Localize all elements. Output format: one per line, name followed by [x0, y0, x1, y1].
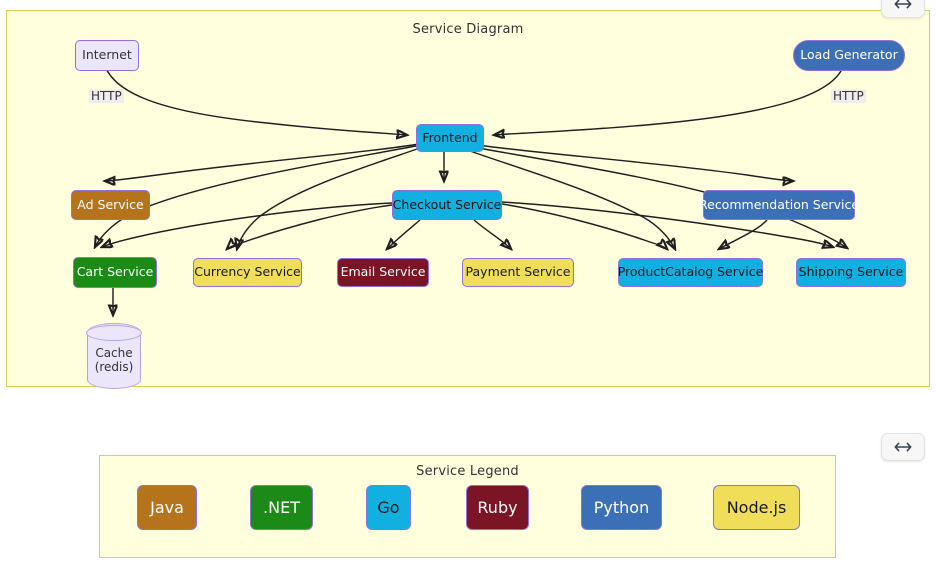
- cache-label-line-1: Cache: [95, 346, 133, 361]
- node-label: Shipping Service: [798, 264, 904, 280]
- node-payment-service[interactable]: Payment Service: [462, 258, 574, 287]
- node-currency-service[interactable]: Currency Service: [193, 258, 302, 287]
- node-label: Currency Service: [194, 264, 301, 280]
- edge-label-internet-http: HTTP: [89, 89, 124, 103]
- legend-item-label: .NET: [263, 498, 300, 517]
- horizontal-resize-icon: [894, 0, 912, 9]
- node-checkout-service[interactable]: Checkout Service: [392, 190, 502, 220]
- legend-item-label: Ruby: [477, 498, 518, 517]
- node-frontend[interactable]: Frontend: [416, 124, 484, 152]
- legend-title: Service Legend: [416, 464, 519, 479]
- diagram-resize-handle[interactable]: [881, 0, 925, 18]
- legend-item-label: Java: [150, 498, 184, 517]
- node-label: Load Generator: [800, 47, 898, 63]
- node-productcatalog-service[interactable]: ProductCatalog Service: [618, 258, 763, 287]
- horizontal-resize-icon: [894, 442, 912, 452]
- node-ad-service[interactable]: Ad Service: [71, 190, 150, 220]
- legend-item-label: Python: [593, 498, 650, 517]
- service-diagram-panel: Service Diagram: [6, 10, 930, 389]
- node-label: Checkout Service: [392, 196, 502, 212]
- node-label: Cart Service: [76, 264, 154, 280]
- node-cache-redis[interactable]: Cache (redis): [86, 323, 142, 389]
- node-recommendation-service[interactable]: Recommendation Service: [699, 190, 859, 220]
- node-load-generator[interactable]: Load Generator: [793, 40, 905, 71]
- legend-resize-handle[interactable]: [881, 433, 925, 461]
- legend-item-label: Node.js: [726, 498, 787, 517]
- node-label: Internet: [82, 47, 132, 63]
- node-cart-service[interactable]: Cart Service: [73, 257, 157, 288]
- legend-item-python[interactable]: Python: [581, 485, 662, 530]
- legend-item-dotnet[interactable]: .NET: [250, 485, 313, 530]
- node-label: Payment Service: [465, 264, 571, 280]
- node-label: Ad Service: [77, 196, 144, 212]
- node-label: ProductCatalog Service: [617, 264, 764, 280]
- legend-item-ruby[interactable]: Ruby: [466, 485, 529, 530]
- cache-label-line-2: (redis): [94, 360, 134, 374]
- edge-label-loadgenerator-http: HTTP: [831, 89, 866, 103]
- node-label: Recommendation Service: [699, 196, 860, 212]
- legend-item-label: Go: [377, 498, 400, 517]
- node-shipping-service[interactable]: Shipping Service: [796, 258, 906, 287]
- node-internet[interactable]: Internet: [75, 40, 139, 71]
- legend-item-nodejs[interactable]: Node.js: [713, 485, 800, 530]
- node-email-service[interactable]: Email Service: [337, 258, 429, 287]
- diagram-title: Service Diagram: [412, 22, 524, 37]
- node-label: Frontend: [422, 129, 478, 145]
- node-label: Email Service: [340, 264, 426, 280]
- legend-item-java[interactable]: Java: [137, 485, 197, 530]
- legend-item-go[interactable]: Go: [366, 485, 411, 530]
- service-legend-panel: Service Legend Java .NET Go Ruby Python …: [99, 455, 836, 558]
